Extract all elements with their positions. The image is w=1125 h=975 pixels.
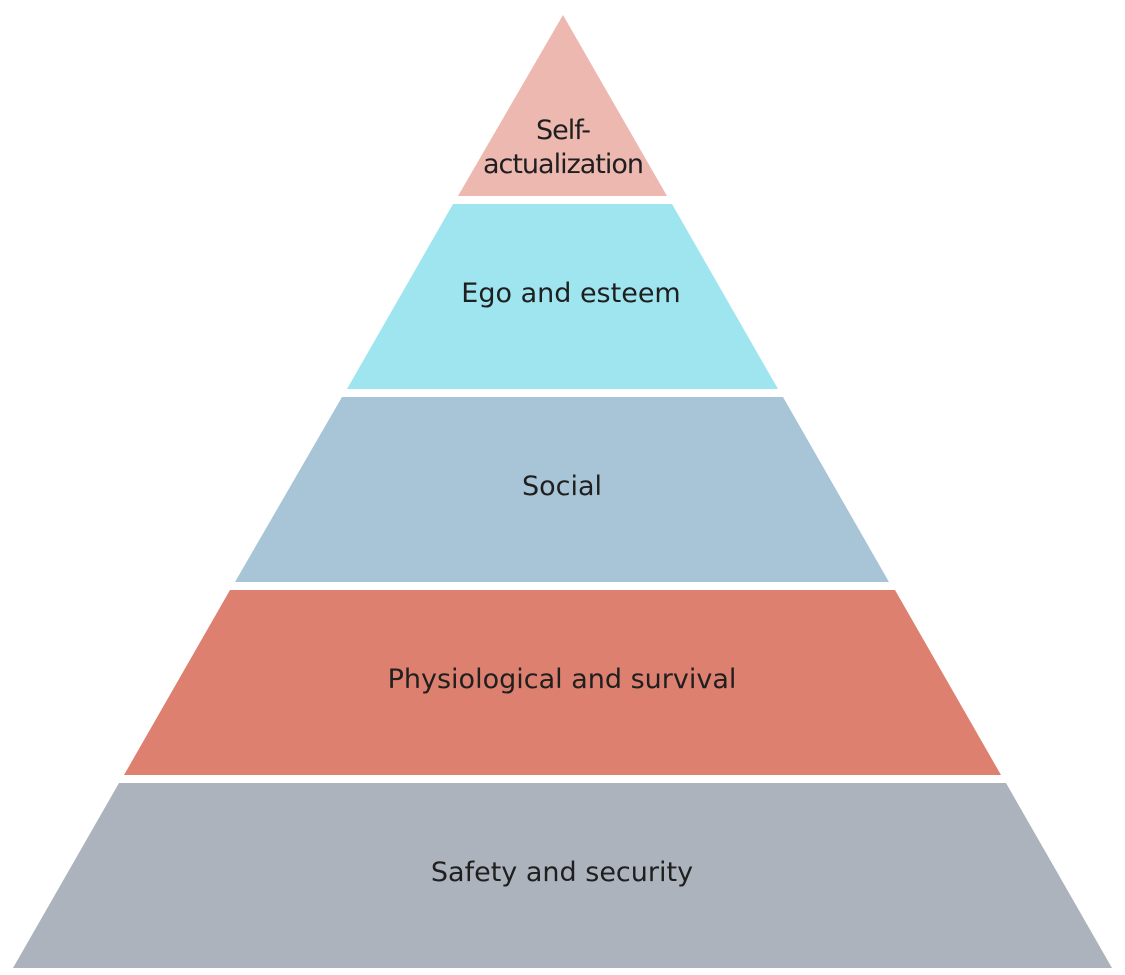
tier-safety-and-security-label: Safety and security xyxy=(431,857,693,888)
tier-physiological-and-survival-shape xyxy=(124,590,1001,775)
tier-social: Social xyxy=(235,397,889,582)
tier-self-actualization-label-line-1: Self- xyxy=(536,115,590,146)
tier-self-actualization: Self- actualization xyxy=(458,15,667,196)
tier-self-actualization-shape xyxy=(458,15,667,196)
tier-ego-and-esteem: Ego and esteem xyxy=(347,204,778,389)
tier-physiological-and-survival: Physiological and survival xyxy=(124,590,1001,775)
tier-ego-and-esteem-label: Ego and esteem xyxy=(461,278,680,309)
tier-safety-and-security-shape xyxy=(13,783,1112,968)
tier-social-shape xyxy=(235,397,889,582)
tier-social-label: Social xyxy=(522,471,602,502)
tier-ego-and-esteem-shape xyxy=(347,204,778,389)
tier-safety-and-security: Safety and security xyxy=(13,783,1112,968)
tier-physiological-and-survival-label: Physiological and survival xyxy=(388,664,737,695)
tier-self-actualization-label-line-2: actualization xyxy=(483,149,643,180)
